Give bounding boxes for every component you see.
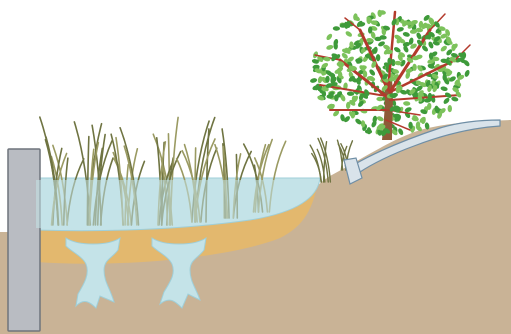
leaf (317, 76, 323, 84)
leaf (411, 116, 419, 122)
leaf (397, 127, 404, 135)
leaf (310, 77, 318, 83)
leaf (345, 30, 353, 38)
leaf (376, 115, 384, 122)
leaf (464, 69, 471, 77)
leaf (326, 44, 334, 50)
wetland-grasses (36, 117, 318, 229)
leaf (347, 91, 354, 96)
leaf (448, 105, 452, 112)
leaf (402, 31, 410, 37)
leaf (333, 26, 340, 31)
leaf (376, 54, 380, 61)
grass-blade (310, 145, 321, 182)
leaf (440, 86, 448, 92)
shrub-tree (310, 10, 471, 140)
leaf (360, 108, 368, 114)
retaining-wall (8, 149, 40, 331)
leaf (396, 26, 404, 32)
leaf (440, 45, 448, 53)
leaf (325, 33, 333, 41)
leaf (403, 101, 411, 106)
leaf (396, 86, 400, 93)
leaf (368, 68, 376, 76)
leaf (451, 96, 459, 102)
leaf (442, 97, 450, 105)
leaf (374, 37, 381, 41)
